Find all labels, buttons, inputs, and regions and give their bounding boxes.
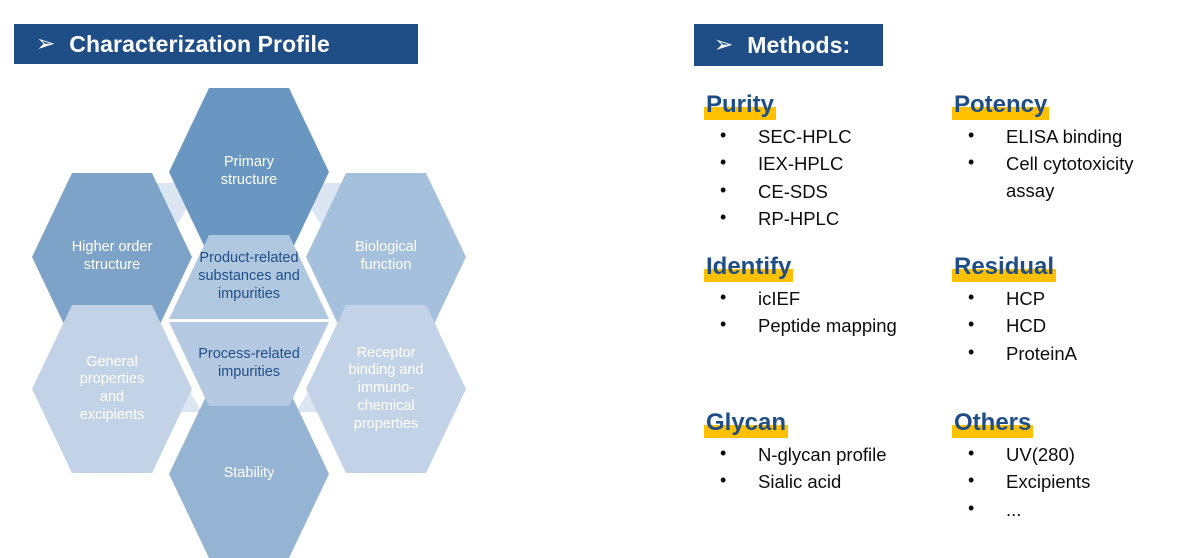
- bullet-icon: •: [720, 179, 727, 200]
- list-item: •Excipients: [968, 470, 1091, 493]
- highlight-bar: [704, 269, 794, 283]
- list-item: •HCD: [968, 314, 1047, 337]
- method-category-residual: Residual •HCP •HCD •ProteinA: [942, 254, 1172, 368]
- characterization-profile-banner: ➢ Characterization Profile: [14, 24, 418, 64]
- bullet-icon: •: [720, 152, 727, 173]
- bullet-icon: •: [968, 443, 975, 464]
- method-category-purity: Purity •SEC-HPLC •IEX-HPLC •CE-SDS •RP-H…: [694, 92, 924, 233]
- bullet-icon: •: [968, 497, 975, 518]
- bullet-icon: •: [720, 314, 727, 335]
- highlight-bar: [704, 107, 777, 121]
- method-item-list: •SEC-HPLC •IEX-HPLC •CE-SDS •RP-HPLC: [694, 124, 924, 232]
- method-item-list: •ELISA binding •Cell cytotoxicity assay: [942, 124, 1172, 204]
- bullet-icon: •: [720, 443, 727, 464]
- arrow-bullet-icon: ➢: [36, 30, 56, 57]
- highlight-bar: [952, 425, 1034, 439]
- methods-grid: Purity •SEC-HPLC •IEX-HPLC •CE-SDS •RP-H…: [694, 92, 1184, 552]
- method-item-list: •HCP •HCD •ProteinA: [942, 286, 1172, 367]
- bullet-icon: •: [968, 125, 975, 146]
- highlight-bar: [952, 269, 1057, 283]
- method-item-list: •UV(280) •Excipients •...: [942, 442, 1172, 523]
- bullet-icon: •: [720, 287, 727, 308]
- list-item: •IEX-HPLC: [720, 152, 844, 175]
- method-category-title: Purity: [704, 92, 777, 121]
- highlight-bar: [952, 107, 1050, 121]
- method-item-list: •N-glycan profile •Sialic acid: [694, 442, 924, 496]
- list-item: •icIEF: [720, 287, 801, 310]
- method-category-title: Residual: [952, 254, 1057, 283]
- list-item: •...: [968, 497, 1022, 520]
- list-item: •ProteinA: [968, 341, 1077, 364]
- method-category-title: Glycan: [704, 410, 789, 439]
- method-category-glycan: Glycan •N-glycan profile •Sialic acid: [694, 410, 924, 497]
- list-item: •Peptide mapping: [720, 314, 897, 337]
- methods-title: Methods:: [747, 31, 851, 58]
- list-item: •CE-SDS: [720, 179, 828, 202]
- method-category-title: Others: [952, 410, 1034, 439]
- list-item: •Cell cytotoxicity assay: [968, 152, 1134, 201]
- method-category-others: Others •UV(280) •Excipients •...: [942, 410, 1172, 524]
- method-category-identify: Identify •icIEF •Peptide mapping: [694, 254, 924, 341]
- highlight-bar: [704, 425, 789, 439]
- hex-label: Stability: [223, 465, 275, 482]
- bullet-icon: •: [968, 152, 975, 173]
- method-item-list: •icIEF •Peptide mapping: [694, 286, 924, 340]
- list-item: •RP-HPLC: [720, 206, 840, 229]
- methods-banner: ➢ Methods:: [694, 24, 883, 66]
- bullet-icon: •: [968, 470, 975, 491]
- bullet-icon: •: [968, 341, 975, 362]
- list-item: •N-glycan profile: [720, 443, 887, 466]
- method-category-title: Identify: [704, 254, 794, 283]
- list-item: •ELISA binding: [968, 125, 1123, 148]
- method-category-potency: Potency •ELISA binding •Cell cytotoxicit…: [942, 92, 1172, 205]
- bullet-icon: •: [720, 125, 727, 146]
- bullet-icon: •: [720, 206, 727, 227]
- hex-stability: Stability: [169, 390, 329, 558]
- bullet-icon: •: [968, 287, 975, 308]
- bullet-icon: •: [720, 470, 727, 491]
- bullet-icon: •: [968, 314, 975, 335]
- list-item: •SEC-HPLC: [720, 125, 852, 148]
- list-item: •Sialic acid: [720, 470, 842, 493]
- list-item: •HCP: [968, 287, 1046, 310]
- characterization-profile-title: Characterization Profile: [69, 30, 330, 57]
- arrow-bullet-icon: ➢: [714, 31, 734, 58]
- list-item: •UV(280): [968, 443, 1075, 466]
- method-category-title: Potency: [952, 92, 1050, 121]
